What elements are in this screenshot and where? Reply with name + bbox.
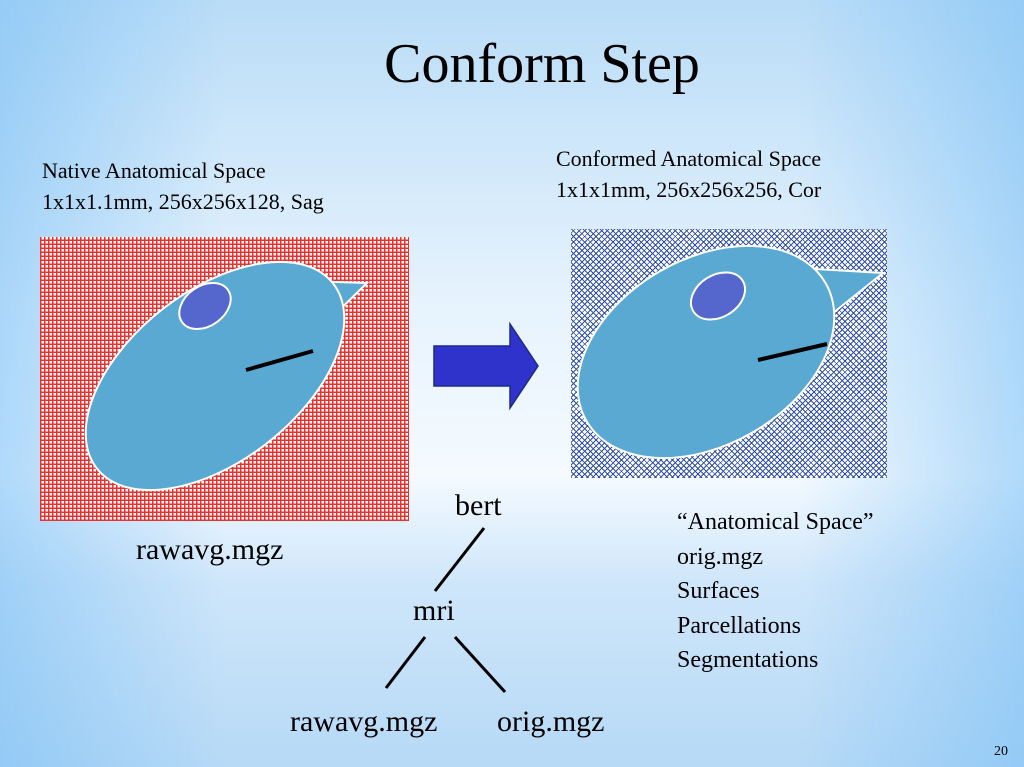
tree-edge-bert-mri <box>433 527 486 592</box>
native-space-image <box>40 237 409 521</box>
page-number: 20 <box>994 744 1008 759</box>
tree-node-child: mri <box>413 594 455 627</box>
tree-edge-mri-orig <box>453 635 507 694</box>
right-arrow-icon <box>432 320 540 412</box>
conformed-space-title: Conformed Anatomical Space <box>556 146 822 171</box>
anatomical-space-list: “Anatomical Space” orig.mgz Surfaces Par… <box>677 505 874 678</box>
tree-leaf-orig: orig.mgz <box>497 705 605 738</box>
native-orientation-line <box>245 349 314 372</box>
native-head-ellipse <box>84 260 346 492</box>
tree-leaf-rawavg: rawavg.mgz <box>290 705 438 738</box>
conformed-eye <box>690 271 746 321</box>
list-item: Surfaces <box>677 578 760 604</box>
native-file-label: rawavg.mgz <box>136 533 284 566</box>
native-eye <box>178 282 232 330</box>
conformed-space-image <box>571 229 887 478</box>
native-space-title: Native Anatomical Space <box>42 158 266 183</box>
tree-edge-mri-rawavg <box>384 636 427 689</box>
list-item: Segmentations <box>677 647 819 673</box>
native-head-shape <box>84 260 370 492</box>
conformed-space-caption: Conformed Anatomical Space 1x1x1mm, 256x… <box>556 143 821 205</box>
conformed-space-specs: 1x1x1mm, 256x256x256, Cor <box>556 177 822 202</box>
conformed-orientation-line <box>757 342 828 362</box>
tree-node-root: bert <box>455 489 502 522</box>
list-item: Parcellations <box>677 612 801 639</box>
slide-title: Conform Step <box>384 33 700 95</box>
native-space-specs: 1x1x1.1mm, 256x256x128, Sag <box>42 189 324 214</box>
native-space-caption: Native Anatomical Space 1x1x1.1mm, 256x2… <box>42 155 324 217</box>
conformed-head-ellipse <box>576 244 836 460</box>
anatomical-space-heading: “Anatomical Space” <box>677 509 874 535</box>
list-item: orig.mgz <box>677 543 763 570</box>
conformed-head-shape <box>576 244 886 460</box>
